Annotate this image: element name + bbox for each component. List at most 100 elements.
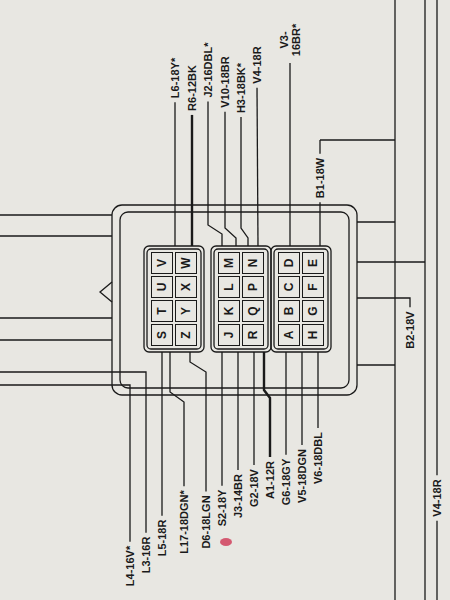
wire bbox=[0, 317, 112, 318]
wire-label: A1-12R bbox=[264, 460, 276, 500]
pin-letter: A bbox=[283, 331, 295, 340]
pin-cavity: Q bbox=[242, 300, 264, 322]
pin-cavity: M bbox=[218, 252, 240, 274]
ink-smudge bbox=[220, 538, 232, 546]
cavity-block bbox=[144, 246, 204, 352]
pin-letter: M bbox=[223, 258, 235, 268]
pin-cavity: P bbox=[242, 276, 264, 298]
wire bbox=[225, 112, 236, 246]
wire bbox=[161, 352, 162, 516]
wire bbox=[208, 102, 222, 246]
wire-label: L4-16V* bbox=[124, 545, 136, 587]
wire bbox=[253, 352, 254, 465]
wire bbox=[0, 339, 112, 340]
pin-cavity: D bbox=[278, 252, 300, 274]
wire-label: D6-18LGN bbox=[200, 494, 212, 549]
wire-label: G2-18V bbox=[248, 468, 260, 508]
pin-cavity: L bbox=[218, 276, 240, 298]
wire bbox=[0, 214, 112, 215]
wire bbox=[301, 352, 302, 445]
wire bbox=[0, 385, 130, 542]
pin-letter: P bbox=[247, 283, 259, 291]
wire bbox=[317, 352, 318, 428]
pin-letter: T bbox=[156, 307, 168, 314]
pin-letter: Q bbox=[247, 306, 259, 315]
wire bbox=[357, 221, 395, 222]
cavity-block-inner bbox=[274, 249, 328, 349]
cavity-block bbox=[271, 246, 331, 352]
pin-letter: K bbox=[223, 307, 235, 316]
wire bbox=[191, 115, 193, 246]
wire bbox=[257, 88, 258, 246]
wire bbox=[0, 372, 146, 533]
wire-label: S2-18Y bbox=[216, 489, 228, 528]
pin-cavity: H bbox=[302, 324, 324, 346]
wire bbox=[357, 298, 410, 307]
wire bbox=[174, 102, 175, 246]
pin-cavity: F bbox=[302, 276, 324, 298]
cavity-block bbox=[211, 246, 271, 352]
pin-cavity: B bbox=[278, 300, 300, 322]
pin-letter: V bbox=[156, 259, 168, 267]
frame-line bbox=[394, 0, 395, 600]
wire-label: J3-14BR bbox=[232, 473, 244, 519]
wire bbox=[170, 352, 184, 486]
pin-letter: D bbox=[283, 259, 295, 268]
pin-letter: J bbox=[223, 332, 235, 339]
wire-label: J2-16DBL* bbox=[202, 41, 214, 98]
pin-letter: S bbox=[156, 331, 168, 339]
pin-cavity: S bbox=[151, 324, 173, 346]
wire bbox=[190, 352, 206, 491]
frame-line bbox=[424, 0, 425, 600]
wire-label: V4-18R bbox=[431, 478, 443, 517]
pin-cavity: J bbox=[218, 324, 240, 346]
pin-cavity: G bbox=[302, 300, 324, 322]
pin-cavity: U bbox=[151, 276, 173, 298]
pin-cavity: N bbox=[242, 252, 264, 274]
wire-label: G6-18GY bbox=[280, 458, 292, 506]
cavity-block-inner bbox=[214, 249, 268, 349]
pin-cavity: T bbox=[151, 300, 173, 322]
pin-letter: Y bbox=[180, 307, 192, 315]
wire-label: V4-18R bbox=[251, 45, 263, 84]
pin-cavity: Y bbox=[175, 300, 197, 322]
wire bbox=[320, 139, 395, 140]
pin-letter: R bbox=[247, 331, 259, 340]
wire bbox=[319, 202, 320, 246]
wire bbox=[241, 117, 248, 246]
pin-letter: X bbox=[180, 283, 192, 291]
pin-letter: L bbox=[223, 283, 235, 290]
wire-label: V6-18DBL bbox=[312, 431, 324, 485]
pin-letter: C bbox=[283, 283, 295, 292]
wire-label: H3-18BK* bbox=[235, 62, 247, 114]
wire bbox=[285, 352, 286, 455]
pin-cavity: E bbox=[302, 252, 324, 274]
wire-label: B1-18W bbox=[314, 157, 326, 199]
key-notch bbox=[100, 282, 112, 302]
wire-label: L5-18R bbox=[156, 519, 168, 558]
pin-cavity: Z bbox=[175, 324, 197, 346]
wire-label: V10-18BR bbox=[219, 55, 231, 108]
pin-letter: Z bbox=[180, 331, 192, 338]
wire bbox=[0, 235, 112, 236]
pin-letter: W bbox=[180, 257, 192, 268]
wire-label: R6-12BK bbox=[186, 64, 198, 112]
pin-cavity: X bbox=[175, 276, 197, 298]
pin-letter: U bbox=[156, 283, 168, 292]
wire-label: V3- 16BR* bbox=[278, 20, 302, 60]
wire-label: L3-16R bbox=[140, 536, 152, 575]
wire bbox=[264, 352, 270, 457]
pin-letter: B bbox=[283, 307, 295, 316]
wire-label: L17-18DGN* bbox=[178, 489, 190, 555]
pin-letter: E bbox=[307, 259, 319, 267]
wire bbox=[357, 261, 425, 262]
pin-cavity: R bbox=[242, 324, 264, 346]
wire bbox=[319, 140, 320, 154]
wire bbox=[357, 364, 395, 365]
pin-cavity: K bbox=[218, 300, 240, 322]
wire-label: V5-18DGN bbox=[296, 448, 308, 504]
wire bbox=[289, 63, 290, 246]
pin-cavity: V bbox=[151, 252, 173, 274]
wire-label: L6-18Y* bbox=[169, 57, 181, 99]
